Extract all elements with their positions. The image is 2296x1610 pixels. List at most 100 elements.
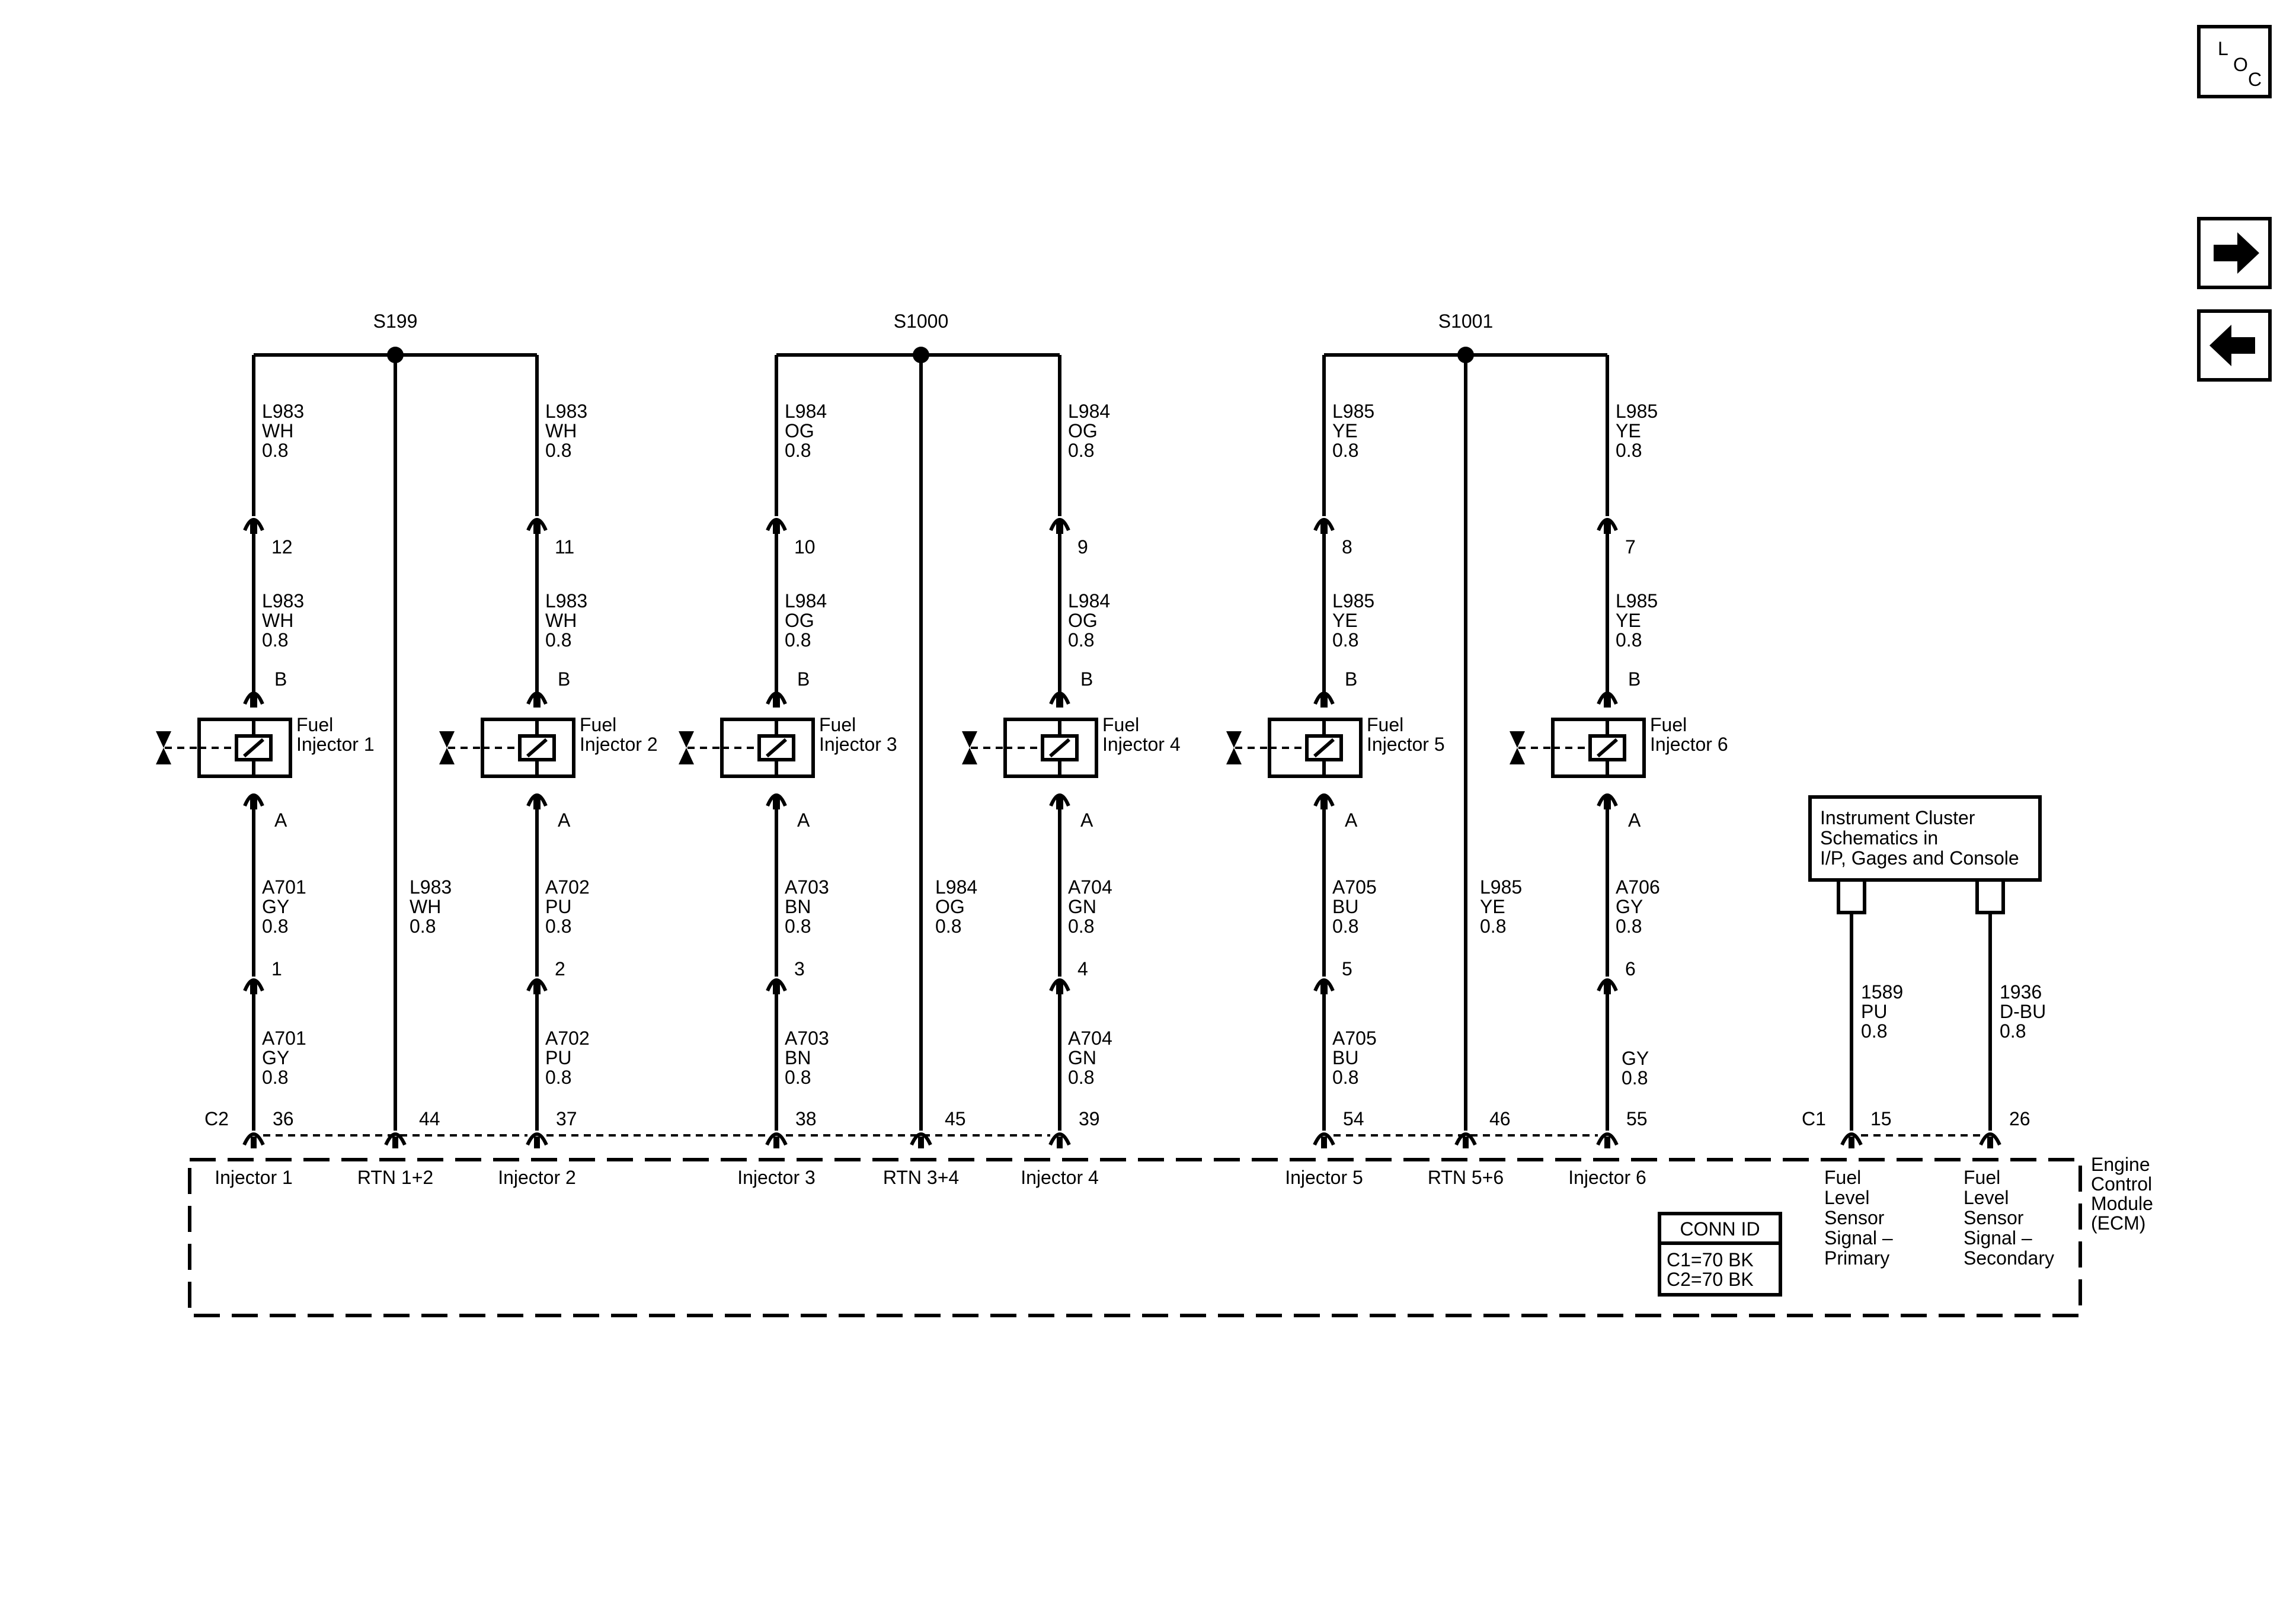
ecm-pin-icon	[1840, 1132, 1863, 1148]
injector-coil-slash	[243, 738, 264, 758]
connector-pin	[1604, 693, 1611, 708]
loc-letter: L	[2218, 38, 2228, 59]
bowtie-bottom	[156, 748, 171, 764]
ecm-pin-number: 38	[795, 1108, 817, 1129]
ecm-pin-number: 44	[419, 1108, 440, 1129]
terminal-b-label: B	[274, 668, 287, 690]
control-pin-label: 6	[1625, 958, 1636, 980]
bowtie-ground-icon	[439, 731, 455, 764]
bowtie-bottom	[1226, 748, 1242, 764]
ecm-pin-icon	[242, 1132, 265, 1148]
bowtie-bottom	[1510, 748, 1525, 764]
primary-pin-number: 15	[1870, 1108, 1892, 1129]
control-connector-icon	[1049, 978, 1070, 994]
connector-pin	[1320, 980, 1328, 994]
connector-pin	[1056, 693, 1063, 708]
connector-pin	[250, 520, 257, 534]
cluster-connector-icon	[1975, 880, 2005, 914]
terminal-a-icon	[766, 793, 787, 809]
forward-button[interactable]	[2197, 217, 2272, 289]
terminal-a-icon	[526, 793, 548, 809]
terminal-a-label: A	[1628, 809, 1641, 831]
ecm-pin-icon	[1979, 1132, 2001, 1148]
ecm-pin-label: Injector 6	[1568, 1167, 1646, 1188]
ecm-module-box	[188, 1158, 2082, 1317]
ecm-pin-stub	[1463, 1137, 1469, 1148]
connector-pin	[1056, 795, 1063, 809]
connector-pin	[1320, 693, 1328, 708]
control-pin-label: 1	[271, 958, 282, 980]
loc-button[interactable]	[2197, 25, 2272, 98]
terminal-a-icon	[1597, 793, 1618, 809]
fuel-injector-icon	[1518, 718, 1646, 778]
fuel-injector-icon	[1235, 718, 1363, 778]
ecm-pin-stub	[1321, 1137, 1327, 1148]
terminal-b-label: B	[797, 668, 810, 690]
ecm-pin-icon	[765, 1132, 788, 1148]
fuel-injector-icon	[165, 718, 292, 778]
bowtie-ground-icon	[1226, 731, 1242, 764]
cluster-connector-icon	[1837, 880, 1866, 914]
bowtie-ground-icon	[1510, 731, 1525, 764]
ecm-pin-icon	[1313, 1132, 1335, 1148]
instrument-cluster-box	[1808, 795, 2042, 882]
ecm-pin-stub	[918, 1137, 924, 1148]
loc-letter: O	[2233, 54, 2248, 75]
terminal-a-label: A	[1345, 809, 1358, 831]
injector-coil-slash	[526, 738, 548, 758]
secondary-pin-number: 26	[2009, 1108, 2030, 1129]
ecm-pin-icon	[526, 1132, 548, 1148]
control-connector-icon	[1597, 978, 1618, 994]
ecm-pin-arc	[242, 1132, 265, 1146]
ecm-pin-arc	[765, 1132, 788, 1146]
terminal-b-icon	[1313, 692, 1335, 708]
inline-pin-label: 9	[1077, 536, 1088, 558]
connector-pin	[773, 795, 780, 809]
terminal-a-label: A	[274, 809, 287, 831]
ecm-pin-icon	[384, 1132, 407, 1148]
splice-label: S1000	[894, 311, 949, 332]
ecm-pin-arc	[526, 1132, 548, 1146]
inline-connector-icon	[1049, 518, 1070, 534]
ecm-pin-stub	[1057, 1137, 1063, 1148]
bowtie-ground-icon	[962, 731, 977, 764]
ecm-pin-number: 36	[273, 1108, 294, 1129]
ecm-pin-arc	[1313, 1132, 1335, 1146]
bowtie-bottom	[439, 748, 455, 764]
control-connector-icon	[243, 978, 264, 994]
connector-pin	[1320, 795, 1328, 809]
connector-pin	[533, 693, 541, 708]
inline-connector-icon	[766, 518, 787, 534]
terminal-a-icon	[1049, 793, 1070, 809]
connector-pin	[250, 795, 257, 809]
ecm-pin-number: 46	[1489, 1108, 1511, 1129]
arrow-left-icon	[2209, 325, 2255, 366]
back-button[interactable]	[2197, 309, 2272, 382]
injector-coil-slash	[1313, 738, 1335, 758]
terminal-b-label: B	[1628, 668, 1641, 690]
ecm-pin-label: RTN 3+4	[883, 1167, 959, 1188]
control-pin-label: 4	[1077, 958, 1088, 980]
terminal-a-icon	[1313, 793, 1335, 809]
connector-pin	[250, 693, 257, 708]
control-pin-label: 2	[555, 958, 565, 980]
